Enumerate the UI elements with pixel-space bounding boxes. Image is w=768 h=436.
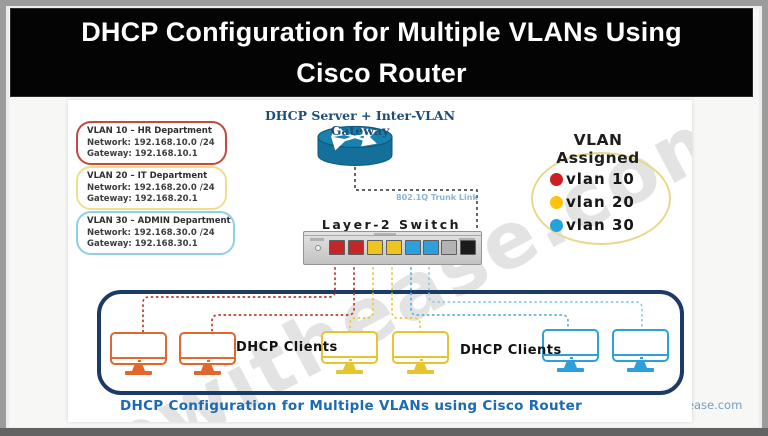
switch-port-vlan30-2 xyxy=(423,240,439,255)
vlan10-network: Network: 192.168.10.0 /24 xyxy=(87,137,215,148)
client-monitor-vlan30-2 xyxy=(612,329,669,372)
switch-port-vlan20-1 xyxy=(367,240,383,255)
vlan10-info-bubble: VLAN 10 – HR Department Network: 192.168… xyxy=(76,121,227,165)
monitor-stand xyxy=(414,364,427,370)
legend-item-vlan20: vlan 20 xyxy=(550,193,635,211)
title-banner: DHCP Configuration for Multiple VLANs Us… xyxy=(10,8,753,97)
vlan10-gateway: Gateway: 192.168.10.1 xyxy=(87,149,198,159)
monitor-dot xyxy=(348,359,352,361)
vlan20-dot-icon xyxy=(550,195,563,209)
legend-item-vlan30: vlan 30 xyxy=(550,216,635,234)
monitor-stand xyxy=(634,362,647,368)
monitor-screen xyxy=(179,332,236,365)
switch-label: Layer-2 Switch xyxy=(321,217,462,232)
switch-port-vlan30-1 xyxy=(405,240,421,255)
legend-ellipse xyxy=(531,152,671,245)
legend-label-vlan10: vlan 10 xyxy=(566,170,635,188)
monitor-dot xyxy=(206,360,210,362)
vlan30-gateway: Gateway: 192.168.30.1 xyxy=(87,239,198,249)
legend-label-vlan20: vlan 20 xyxy=(566,193,635,211)
switch-port-trunk-uplink xyxy=(460,240,476,255)
switch-port-vlan10-2 xyxy=(348,240,364,255)
monitor-screen xyxy=(392,331,449,364)
monitor-base xyxy=(194,371,221,375)
monitor-base xyxy=(627,368,654,372)
monitor-screen xyxy=(321,331,378,364)
monitor-base xyxy=(557,368,584,372)
monitor-stand xyxy=(564,362,577,368)
dhcp-clients-box xyxy=(97,290,684,395)
vlan30-dot-icon xyxy=(550,218,563,232)
client-monitor-vlan30-1 xyxy=(542,329,599,372)
monitor-dot xyxy=(419,359,423,361)
switch-marking xyxy=(310,238,324,241)
vlan20-gateway: Gateway: 192.168.20.1 xyxy=(87,194,198,204)
switch-led xyxy=(315,245,321,251)
client-monitor-vlan20-1 xyxy=(321,331,378,374)
dhcp-server-label: DHCP Server + Inter-VLAN Gateway xyxy=(264,108,456,138)
dhcp-clients-label-right: DHCP Clients xyxy=(460,343,562,358)
dhcp-clients-label-left: DHCP Clients xyxy=(236,340,338,355)
vlan20-info-bubble: VLAN 20 – IT Department Network: 192.168… xyxy=(76,166,227,210)
vlan10-dot-icon xyxy=(550,172,563,186)
monitor-stand xyxy=(343,364,356,370)
monitor-base xyxy=(407,370,434,374)
switch-port-vlan10-1 xyxy=(329,240,345,255)
vlan30-title: VLAN 30 – ADMIN Department xyxy=(87,216,231,226)
vlan20-title: VLAN 20 – IT Department xyxy=(87,171,208,181)
switch-marking xyxy=(374,233,396,236)
client-monitor-vlan10-2 xyxy=(179,332,236,375)
switch-port-vlan20-2 xyxy=(386,240,402,255)
vlan30-info-bubble: VLAN 30 – ADMIN Department Network: 192.… xyxy=(76,211,235,255)
monitor-dot xyxy=(137,360,141,362)
monitor-dot xyxy=(639,357,643,359)
vlan20-network: Network: 192.168.20.0 /24 xyxy=(87,182,215,193)
legend-title: VLAN Assigned xyxy=(556,131,640,167)
switch-port-spare xyxy=(441,240,457,255)
vlan30-network: Network: 192.168.30.0 /24 xyxy=(87,227,215,238)
legend-item-vlan10: vlan 10 xyxy=(550,170,635,188)
diagram-caption: DHCP Configuration for Multiple VLANs us… xyxy=(120,398,583,414)
client-monitor-vlan10-1 xyxy=(110,332,167,375)
monitor-screen xyxy=(542,329,599,362)
page-title: DHCP Configuration for Multiple VLANs Us… xyxy=(81,16,682,88)
vlan10-title: VLAN 10 – HR Department xyxy=(87,126,212,136)
monitor-base xyxy=(336,370,363,374)
monitor-base xyxy=(125,371,152,375)
monitor-stand xyxy=(201,365,214,371)
legend-label-vlan30: vlan 30 xyxy=(566,216,635,234)
switch-icon xyxy=(303,231,482,265)
client-monitor-vlan20-2 xyxy=(392,331,449,374)
monitor-screen xyxy=(612,329,669,362)
monitor-stand xyxy=(132,365,145,371)
trunk-link-label: 802.1Q Trunk Link xyxy=(396,193,478,202)
monitor-screen xyxy=(110,332,167,365)
monitor-dot xyxy=(569,357,573,359)
